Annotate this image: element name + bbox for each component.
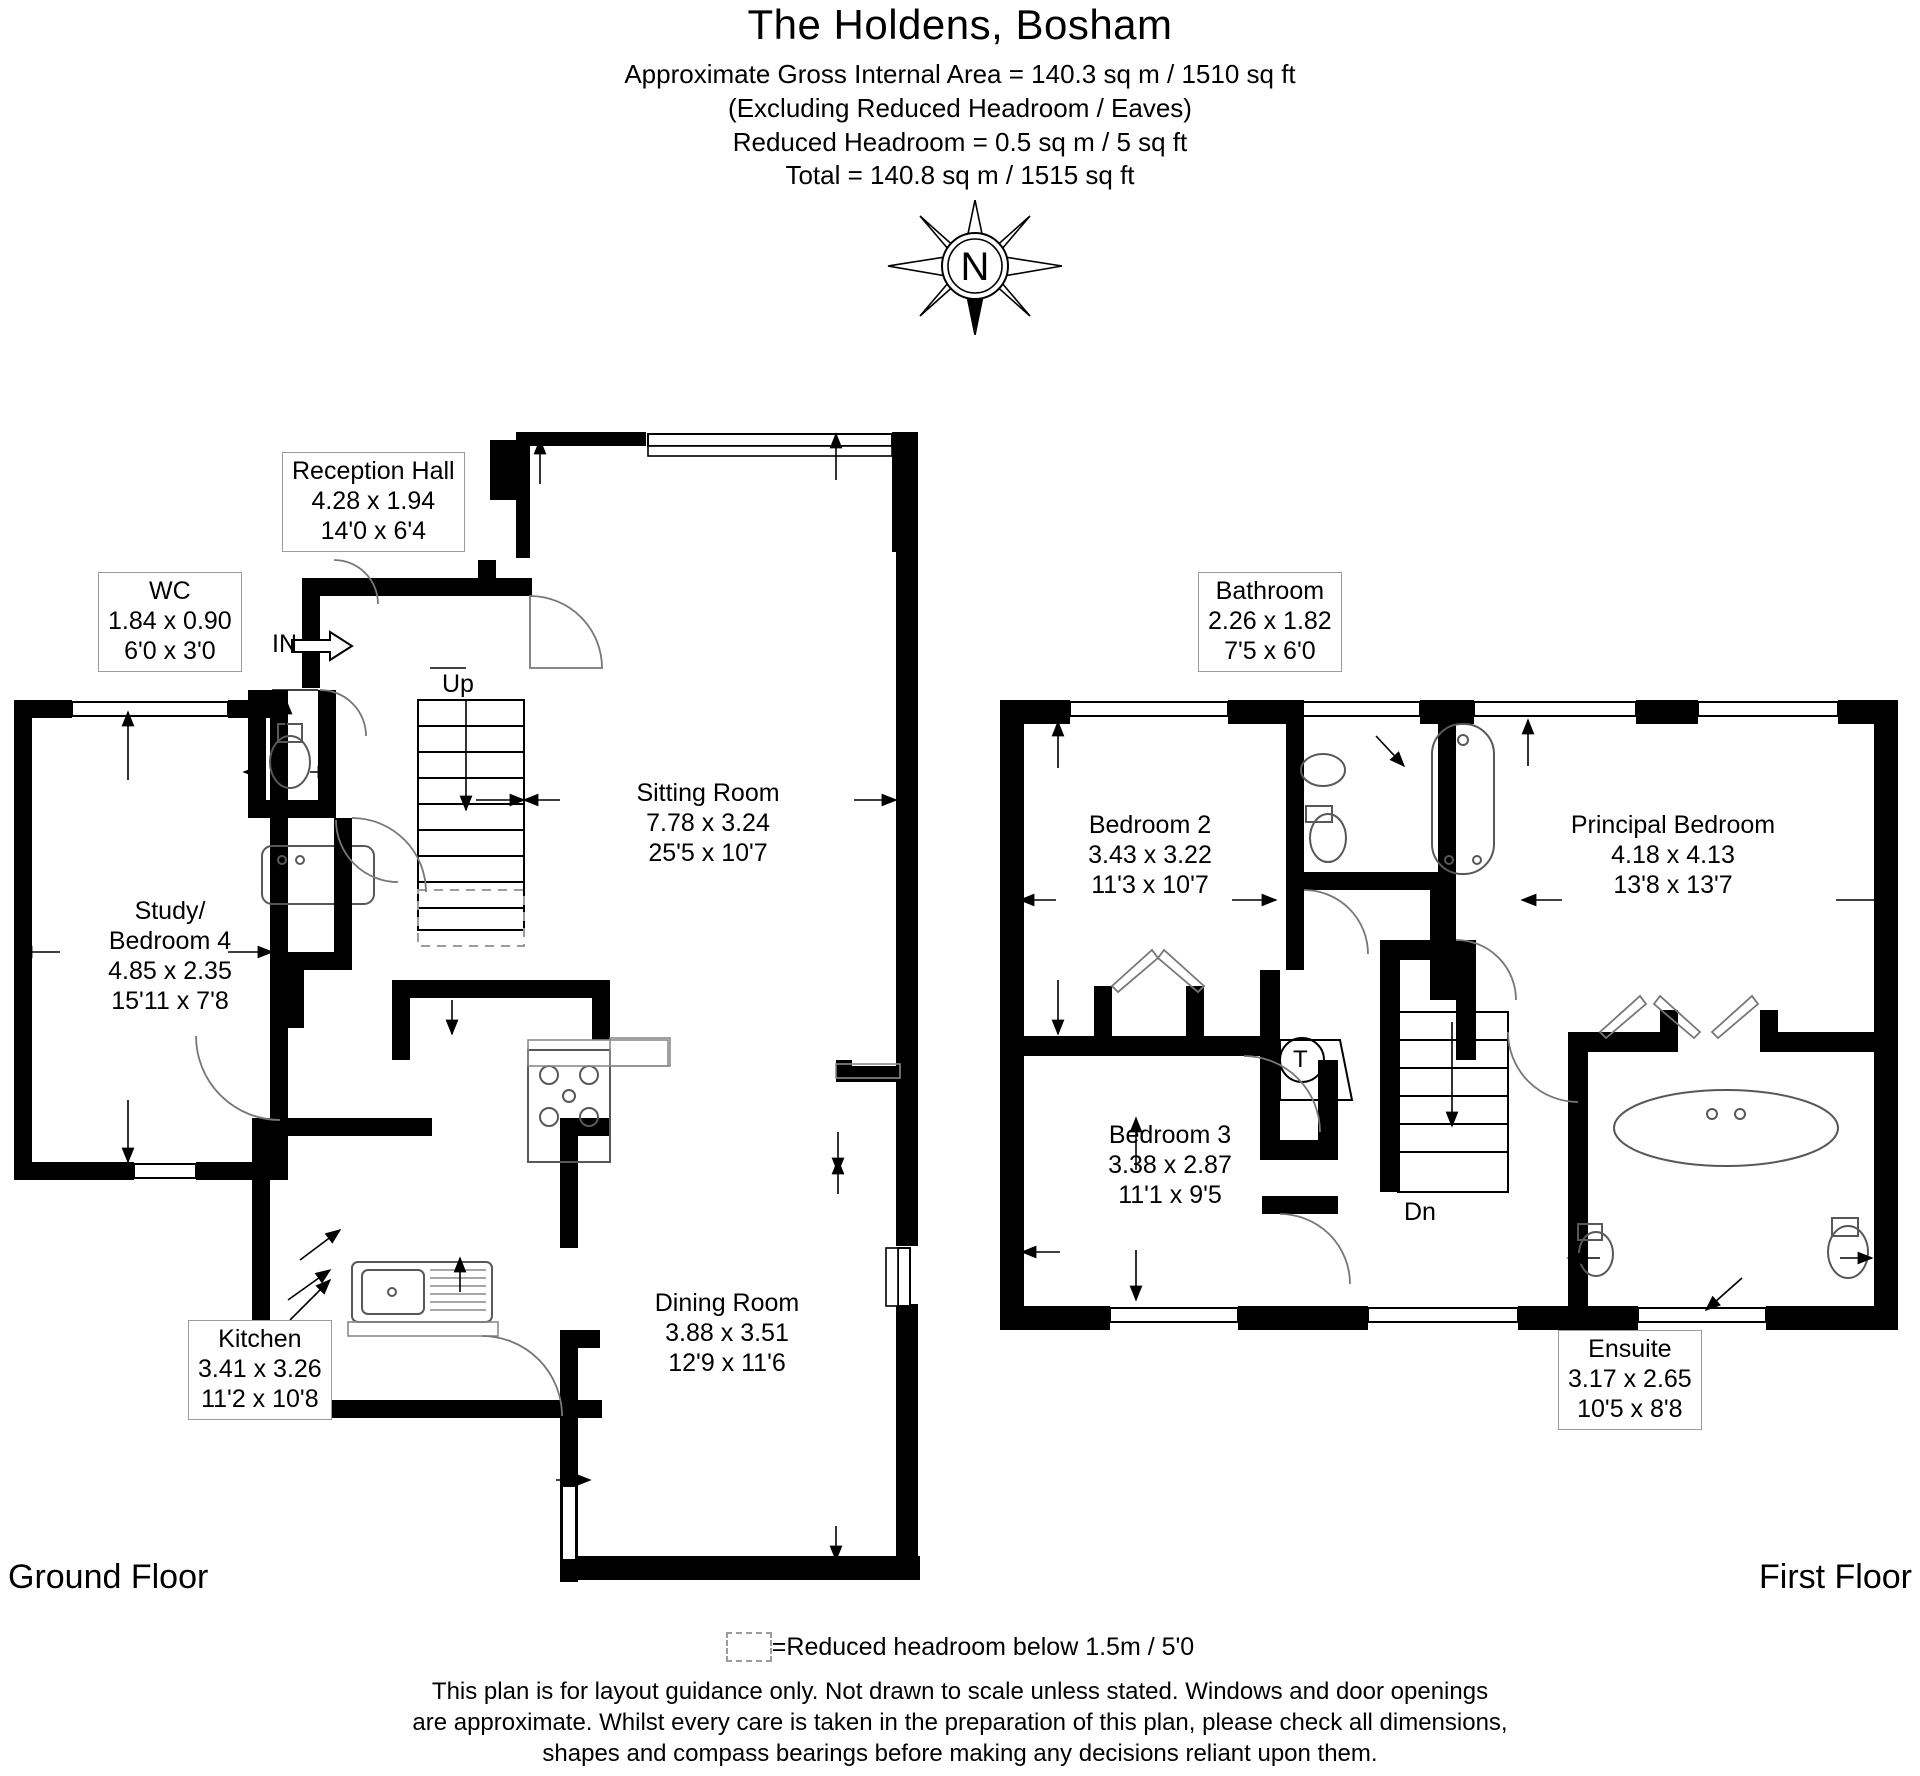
room-name: Bathroom (1215, 577, 1325, 605)
stairs-down-label: Dn (1404, 1198, 1436, 1226)
room-name: Dining Room (654, 1289, 800, 1317)
room-imperial: 11'2 x 10'8 (201, 1385, 319, 1413)
room-label-dining-room: Dining Room 3.88 x 3.51 12'9 x 11'6 (622, 1288, 832, 1378)
headroom-legend: =Reduced headroom below 1.5m / 5'0 (0, 1632, 1920, 1662)
room-label-bedroom-3: Bedroom 3 3.38 x 2.87 11'1 x 9'5 (1060, 1120, 1280, 1210)
disclaimer-text: This plan is for layout guidance only. N… (0, 1676, 1920, 1770)
room-metric: 4.18 x 4.13 (1611, 841, 1735, 869)
room-label-wc: WC 1.84 x 0.90 6'0 x 3'0 (98, 572, 242, 672)
room-imperial: 15'11 x 7'8 (111, 987, 229, 1015)
room-label-sitting-room: Sitting Room 7.78 x 3.24 25'5 x 10'7 (608, 778, 808, 868)
room-name: Principal Bedroom (1570, 811, 1776, 839)
first-floor-plan (1000, 700, 1898, 1330)
room-label-principal-bedroom: Principal Bedroom 4.18 x 4.13 13'8 x 13'… (1528, 810, 1818, 900)
compass-north-label: N (961, 245, 990, 289)
room-label-reception-hall: Reception Hall 4.28 x 1.94 14'0 x 6'4 (282, 452, 465, 552)
kitchen-sink (351, 1261, 493, 1323)
area-summary-line-4: Total = 140.8 sq m / 1515 sq ft (785, 160, 1135, 191)
room-metric: 1.84 x 0.90 (108, 607, 232, 635)
plan-header: The Holdens, Bosham Approximate Gross In… (0, 0, 1920, 193)
disclaimer-line-1: This plan is for layout guidance only. N… (431, 1678, 1489, 1705)
area-summary-line-2: (Excluding Reduced Headroom / Eaves) (728, 92, 1192, 123)
area-summary-line-1: Approximate Gross Internal Area = 140.3 … (624, 59, 1296, 89)
room-imperial: 7'5 x 6'0 (1224, 637, 1316, 665)
first-stairs (1397, 1011, 1509, 1193)
room-name: Study/ (134, 897, 206, 925)
room-metric: 3.43 x 3.22 (1088, 841, 1212, 869)
room-metric: 4.85 x 2.35 (108, 957, 232, 985)
room-metric: 4.28 x 1.94 (311, 487, 436, 515)
page-title: The Holdens, Bosham (747, 1, 1173, 48)
area-summary-line-3: Reduced Headroom = 0.5 sq m / 5 sq ft (732, 126, 1188, 157)
ground-floor-caption: Ground Floor (8, 1558, 209, 1596)
room-imperial: 12'9 x 11'6 (668, 1349, 786, 1377)
room-name: Reception Hall (292, 457, 455, 485)
room-imperial: 11'1 x 9'5 (1118, 1181, 1222, 1209)
room-metric: 3.38 x 2.87 (1108, 1151, 1232, 1179)
disclaimer-line-3: shapes and compass bearings before makin… (542, 1740, 1378, 1768)
room-label-bedroom-2: Bedroom 2 3.43 x 3.22 11'3 x 10'7 (1040, 810, 1260, 900)
entrance-label: IN (272, 630, 297, 658)
room-label-study-bedroom-4: Study/ Bedroom 4 4.85 x 2.35 15'11 x 7'8 (60, 896, 280, 1016)
tank-label: T (1293, 1046, 1308, 1073)
room-name: Ensuite (1588, 1335, 1672, 1363)
room-imperial: 6'0 x 3'0 (124, 637, 216, 665)
first-floor-caption: First Floor (1759, 1558, 1912, 1596)
room-metric: 3.88 x 3.51 (665, 1319, 789, 1347)
room-imperial: 11'3 x 10'7 (1091, 871, 1209, 899)
stairs-up-label: Up (442, 670, 474, 698)
room-name-2: Bedroom 4 (108, 927, 232, 955)
room-name: Sitting Room (636, 779, 780, 807)
room-name: Bedroom 2 (1088, 811, 1212, 839)
reduced-headroom-swatch (725, 1632, 772, 1662)
legend-text: =Reduced headroom below 1.5m / 5'0 (771, 1633, 1195, 1661)
room-name: Kitchen (218, 1325, 302, 1353)
room-imperial: 10'5 x 8'8 (1577, 1395, 1683, 1423)
room-label-bathroom: Bathroom 2.26 x 1.82 7'5 x 6'0 (1198, 572, 1342, 672)
room-name: Bedroom 3 (1108, 1121, 1232, 1149)
disclaimer-line-2: are approximate. Whilst every care is ta… (412, 1709, 1508, 1737)
kitchen-hob (527, 1049, 611, 1163)
room-metric: 7.78 x 3.24 (646, 809, 770, 837)
room-label-kitchen: Kitchen 3.41 x 3.26 11'2 x 10'8 (188, 1320, 332, 1420)
room-name: WC (149, 577, 191, 605)
room-imperial: 13'8 x 13'7 (1613, 871, 1733, 899)
room-metric: 3.41 x 3.26 (198, 1355, 322, 1383)
room-label-ensuite: Ensuite 3.17 x 2.65 10'5 x 8'8 (1558, 1330, 1702, 1430)
north-compass: N (880, 199, 1070, 336)
room-metric: 2.26 x 1.82 (1208, 607, 1332, 635)
room-imperial: 14'0 x 6'4 (320, 517, 427, 545)
ground-stairs (417, 699, 525, 947)
room-metric: 3.17 x 2.65 (1568, 1365, 1692, 1393)
room-imperial: 25'5 x 10'7 (648, 839, 768, 867)
entrance-arrow (291, 630, 354, 662)
